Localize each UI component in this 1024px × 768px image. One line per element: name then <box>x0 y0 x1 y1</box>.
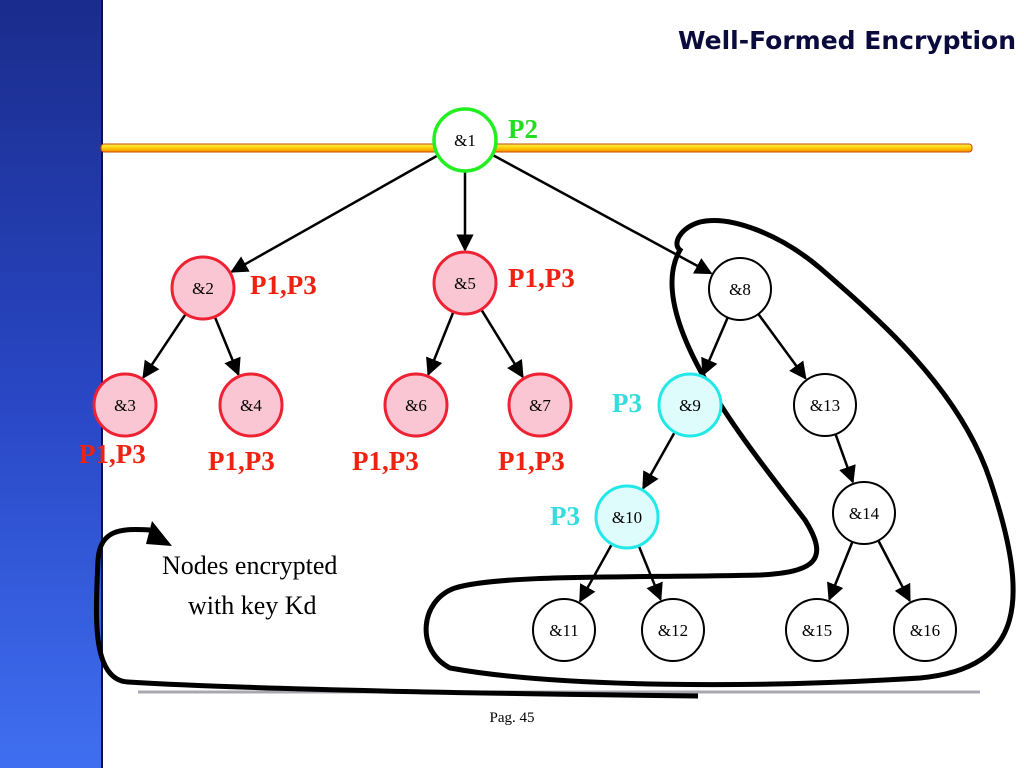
permission-label-n3: P1,P3 <box>79 439 146 469</box>
edge-n5-n7 <box>480 308 524 379</box>
node-circle <box>507 372 573 438</box>
node-label: &8 <box>729 280 751 299</box>
tree-node-7: &7 <box>507 372 573 438</box>
tree-node-16: &16 <box>893 598 957 662</box>
permission-label-n2: P1,P3 <box>250 270 317 300</box>
node-circle <box>92 372 158 438</box>
edges-layer <box>142 153 911 603</box>
node-label: &4 <box>240 396 262 415</box>
tree-node-1: &1 <box>432 107 498 173</box>
edge-n1-n8 <box>491 153 713 275</box>
node-circle <box>170 255 236 321</box>
edge-n1-n2 <box>230 154 439 273</box>
node-label: &12 <box>658 621 688 640</box>
slide-title: Well-Formed Encryption <box>677 26 1016 55</box>
tree-node-2: &2 <box>170 255 236 321</box>
node-label: &7 <box>529 396 551 415</box>
nodes-layer: &1&2&3&4&5&6&7&8&9&10&11&12&13&14&15&16 <box>92 107 957 662</box>
node-label: &11 <box>549 621 579 640</box>
tree-node-15: &15 <box>785 598 849 662</box>
edge-n8-n9 <box>701 316 729 377</box>
permission-label-n6: P1,P3 <box>352 446 419 476</box>
node-circle <box>893 598 957 662</box>
node-circle <box>218 372 284 438</box>
permission-label-n10: P3 <box>550 501 580 531</box>
tree-node-10: &10 <box>594 484 660 550</box>
permission-label-n7: P1,P3 <box>498 446 565 476</box>
tree-node-5: &5 <box>432 250 498 316</box>
node-label: &5 <box>454 274 476 293</box>
node-label: &1 <box>454 131 476 150</box>
caption-pointer-curve <box>93 527 699 699</box>
tree-node-9: &9 <box>657 372 723 438</box>
edge-n9-n10 <box>642 431 676 490</box>
node-circle <box>832 481 896 545</box>
header-rule <box>100 143 973 153</box>
node-circle <box>532 598 596 662</box>
permission-label-n9: P3 <box>612 388 642 418</box>
edge-n5-n6 <box>426 311 455 377</box>
edge-n2-n4 <box>213 316 241 377</box>
node-label: &6 <box>405 396 427 415</box>
edge-n8-n13 <box>757 313 807 380</box>
encrypted-region-loop <box>423 218 1016 688</box>
node-circle <box>383 372 449 438</box>
page-number: Pag. 45 <box>489 710 535 726</box>
node-circle <box>641 598 705 662</box>
edge-n2-n3 <box>142 313 187 379</box>
tree-node-6: &6 <box>383 372 449 438</box>
caption-pointer-arrowhead <box>146 521 172 546</box>
node-label: &14 <box>849 504 880 523</box>
node-label: &3 <box>114 396 136 415</box>
tree-node-11: &11 <box>532 598 596 662</box>
caption-line2: with key Kd <box>188 591 317 620</box>
node-label: &13 <box>810 396 840 415</box>
edge-n13-n14 <box>834 433 856 484</box>
tree-node-12: &12 <box>641 598 705 662</box>
permission-label-n5: P1,P3 <box>508 263 575 293</box>
tree-node-13: &13 <box>793 373 857 437</box>
node-circle <box>432 107 498 173</box>
node-circle <box>657 372 723 438</box>
node-circle <box>785 598 849 662</box>
node-circle <box>793 373 857 437</box>
node-label: &10 <box>612 508 642 527</box>
node-label: &16 <box>910 621 940 640</box>
node-label: &15 <box>802 621 832 640</box>
node-circle <box>432 250 498 316</box>
node-label: &2 <box>192 279 214 298</box>
node-circle <box>708 257 772 321</box>
tree-node-8: &8 <box>708 257 772 321</box>
edge-n14-n15 <box>827 541 854 602</box>
tree-node-14: &14 <box>832 481 896 545</box>
caption-line1: Nodes encrypted <box>162 551 337 580</box>
edge-n10-n12 <box>637 545 663 602</box>
permission-label-n4: P1,P3 <box>208 446 275 476</box>
node-label: &9 <box>679 396 701 415</box>
edge-n10-n11 <box>578 543 613 603</box>
edge-n14-n16 <box>877 539 911 603</box>
permission-label-n1: P2 <box>508 114 538 144</box>
node-circle <box>594 484 660 550</box>
tree-node-4: &4 <box>218 372 284 438</box>
tree-node-3: &3 <box>92 372 158 438</box>
